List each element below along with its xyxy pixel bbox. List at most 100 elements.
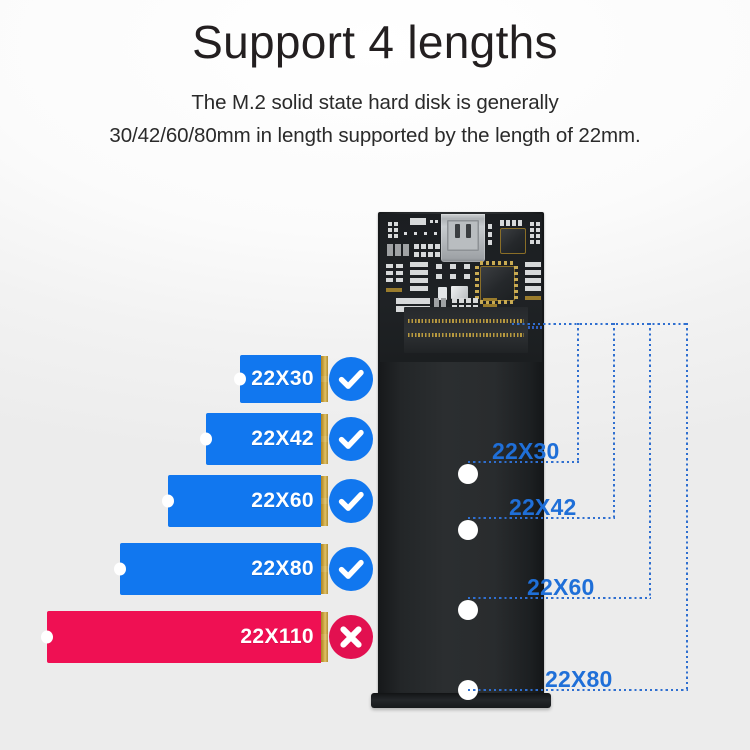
pcb-pad: [388, 222, 392, 226]
pcb-pad: [388, 234, 392, 238]
ssd-gold-connector: [321, 544, 328, 594]
check-icon: [338, 429, 364, 449]
pcb-pad: [435, 244, 440, 249]
pcb-pad: [386, 271, 393, 275]
pcb-component: [410, 278, 428, 283]
pcb-pad: [530, 222, 534, 226]
ssd-card-label: 22X42: [251, 427, 314, 450]
pcb-pad: [450, 264, 456, 269]
pcb-pad: [396, 271, 403, 275]
ssd-gold-connector: [321, 356, 328, 402]
pcb-pad: [386, 264, 393, 268]
check-icon: [338, 491, 364, 511]
cross-icon: [340, 626, 362, 648]
pcb-pad: [396, 264, 403, 268]
pcb-component: [410, 270, 428, 275]
pcb-pad: [386, 278, 393, 282]
pcb-pad: [394, 222, 398, 226]
header: Support 4 lengths The M.2 solid state ha…: [0, 0, 750, 152]
ssd-card-label: 22X110: [240, 625, 314, 648]
socket-contact-row: [408, 319, 524, 323]
pcb-component: [525, 286, 541, 291]
status-badge-22x30: [329, 357, 373, 401]
pcb-pad: [518, 220, 522, 226]
pcb-pad: [428, 244, 433, 249]
pcb-pad: [421, 252, 426, 257]
pcb-component: [525, 278, 541, 283]
ssd-card-label: 22X30: [251, 367, 314, 390]
check-icon: [338, 559, 364, 579]
ssd-key-notch: [200, 432, 212, 446]
pcb-component: [396, 298, 430, 304]
pcb-pad: [388, 228, 392, 232]
pcb-component: [525, 270, 541, 275]
ssd-card-body: [120, 543, 321, 595]
pcb-capacitor: [451, 286, 468, 299]
callout-drop-22x30: [577, 323, 579, 463]
ssd-card-body: [168, 475, 321, 527]
pcb-pad: [450, 274, 456, 279]
ssd-gold-connector: [321, 476, 328, 526]
pcb-capacitor: [438, 287, 447, 300]
page-subtitle: The M.2 solid state hard disk is general…: [0, 72, 750, 152]
pcb-pad: [452, 298, 457, 303]
pcb-pad: [530, 240, 534, 244]
status-badge-22x110: [329, 615, 373, 659]
pcb-pad: [414, 252, 419, 257]
pcb-pad: [536, 240, 540, 244]
ssd-card-label: 22X80: [251, 557, 314, 580]
socket-contact-row: [408, 333, 524, 337]
pcb-pad: [436, 264, 442, 269]
pcb-pad: [430, 220, 433, 223]
pcb-trace: [525, 296, 541, 300]
ssd-card-body: [206, 413, 321, 465]
pcb-pad: [464, 274, 470, 279]
pcb-pad: [530, 228, 534, 232]
pcb-component: [403, 244, 409, 256]
controller-chip: [480, 266, 515, 301]
pcb-pad: [424, 232, 427, 235]
subtitle-line-2: 30/42/60/80mm in length supported by the…: [109, 123, 641, 147]
pcb-pad: [414, 244, 419, 249]
chip-legs-bottom: [480, 300, 513, 304]
pcb-component: [410, 262, 428, 267]
ssd-card-22x60: 22X60: [162, 475, 328, 527]
check-icon: [338, 369, 364, 389]
ssd-gold-connector: [321, 612, 328, 662]
callout-label-22x60: 22X60: [527, 574, 595, 600]
chip-legs-left: [475, 266, 479, 299]
standoff-hole-22x60: [458, 600, 478, 620]
ssd-card-body: [47, 611, 321, 663]
pcb-trace: [483, 298, 497, 301]
pcb-pad: [396, 278, 403, 282]
usb-contact-left: [455, 224, 460, 238]
status-badge-22x80: [329, 547, 373, 591]
pcb-pad: [506, 220, 510, 226]
standoff-hole-22x30: [458, 464, 478, 484]
chip-legs-top: [480, 261, 513, 265]
ssd-key-notch: [162, 494, 174, 508]
pcb-pad: [488, 240, 492, 245]
bridge-chip: [500, 228, 526, 254]
pcb-pad: [473, 298, 478, 303]
ssd-card-22x110: 22X110: [41, 611, 328, 663]
pcb-component: [434, 298, 439, 312]
callout-leader-22x80: [468, 689, 688, 691]
pcb-component: [441, 298, 446, 312]
callout-label-22x30: 22X30: [492, 438, 560, 464]
pcb-trace: [386, 288, 402, 292]
pcb-pad: [434, 232, 437, 235]
pcb-pad: [394, 228, 398, 232]
ssd-gold-connector: [321, 414, 328, 464]
callout-label-22x80: 22X80: [545, 666, 613, 692]
pcb-trace: [483, 304, 497, 307]
pcb-pad: [512, 220, 516, 226]
usb-port-opening: [447, 220, 479, 251]
pcb-component: [387, 244, 393, 256]
pcb-pad: [459, 298, 464, 303]
callout-leader-22x42: [468, 517, 615, 519]
usb-c-port-icon: [441, 214, 485, 262]
pcb-component: [395, 244, 401, 256]
